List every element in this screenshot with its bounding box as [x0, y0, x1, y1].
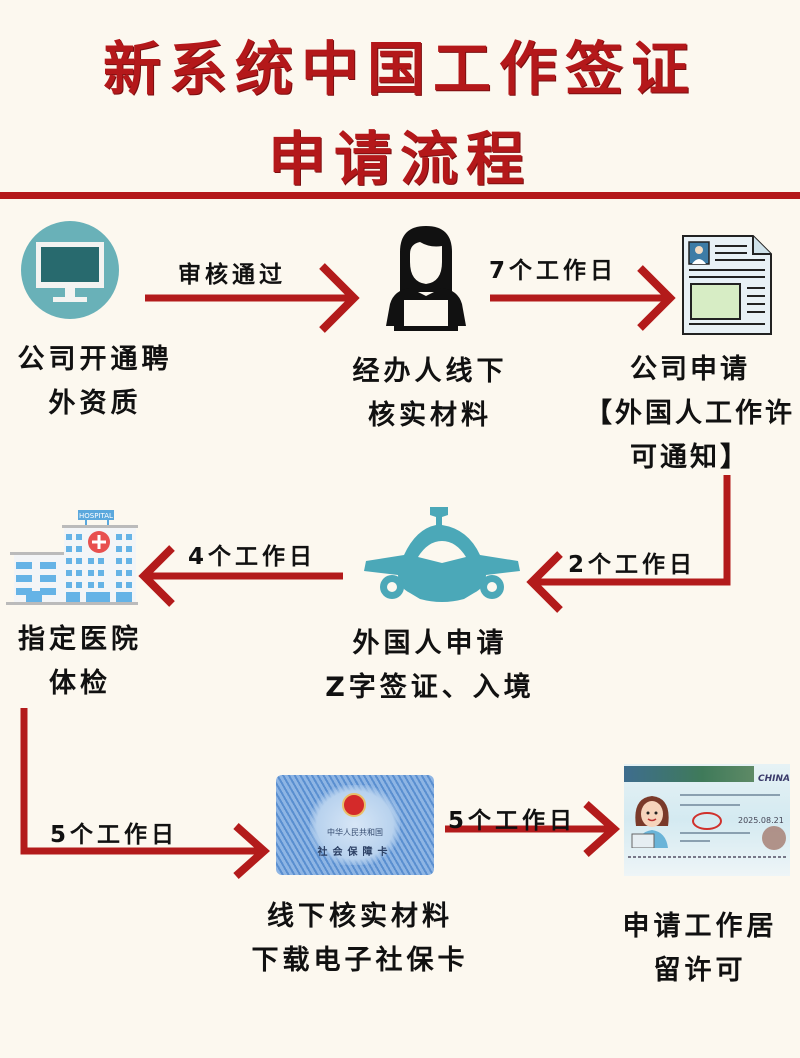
node-label-agent-verify: 经办人线下 核实材料 — [352, 356, 508, 431]
node-label-residence-permit: 申请工作居 留许可 — [622, 911, 778, 986]
cartoon-woman-icon — [631, 796, 669, 848]
edge-label-4: 4个工作日 — [188, 544, 317, 570]
arrow-edge-2 — [490, 265, 676, 331]
edge-label-1: 审核通过 — [178, 262, 286, 288]
page-title-line-1: 新系统中国工作签证 — [102, 35, 697, 103]
residence-permit-card-icon: CHINA 2025.08.21 — [624, 764, 790, 876]
node-label-company-qualification: 公司开通聘 外资质 — [17, 344, 173, 419]
arrow-edge-6 — [445, 801, 621, 857]
social-security-card-icon: 中华人民共和国 社会保障卡 — [276, 775, 434, 875]
edge-label-2: 7个工作日 — [489, 258, 618, 284]
edge-label-5: 5个工作日 — [50, 822, 179, 848]
agent-person-laptop-icon — [386, 226, 466, 331]
national-emblem-icon — [342, 793, 366, 817]
arrow-edge-4 — [138, 545, 343, 607]
hospital-sign-text: HOSPITAL — [79, 512, 113, 520]
arrow-edge-3 — [526, 475, 731, 613]
edge-label-3: 2个工作日 — [568, 552, 697, 578]
title-divider — [0, 192, 800, 199]
document-icon — [682, 235, 772, 335]
node-label-foreigner-apply-visa: 外国人申请 Z字签证、入境 — [325, 628, 535, 703]
hospital-icon: HOSPITAL — [6, 510, 138, 605]
page-title-line-2: 申请流程 — [267, 125, 532, 193]
airplane-icon — [364, 507, 520, 602]
node-label-company-apply: 公司申请 【外国人工作许 可通知】 — [585, 354, 795, 473]
arrow-edge-5 — [20, 708, 271, 879]
node-label-hospital-checkup: 指定医院 体检 — [18, 624, 142, 699]
monitor-icon — [21, 221, 119, 319]
edge-label-6: 5个工作日 — [448, 808, 577, 834]
arrow-edge-1 — [145, 263, 360, 333]
node-label-social-security: 线下核实材料 下载电子社保卡 — [251, 901, 469, 976]
